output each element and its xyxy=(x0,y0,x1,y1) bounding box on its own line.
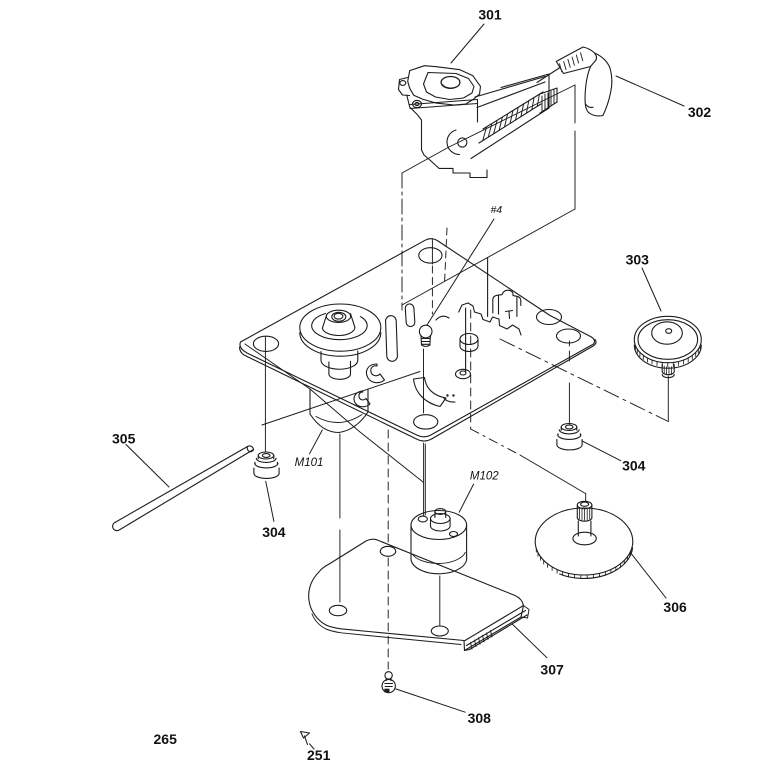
svg-text:307: 307 xyxy=(540,662,564,678)
svg-text:306: 306 xyxy=(663,599,687,615)
svg-text:251: 251 xyxy=(307,747,331,763)
svg-text:265: 265 xyxy=(154,731,178,747)
svg-text:#4: #4 xyxy=(490,204,502,216)
svg-text:M101: M101 xyxy=(295,457,324,469)
svg-text:303: 303 xyxy=(626,252,650,268)
svg-text:304: 304 xyxy=(622,458,646,474)
svg-text:M102: M102 xyxy=(470,470,499,482)
svg-text:305: 305 xyxy=(112,430,136,446)
svg-text:308: 308 xyxy=(468,710,492,726)
svg-text:304: 304 xyxy=(262,524,286,540)
svg-text:301: 301 xyxy=(478,6,502,22)
svg-text:302: 302 xyxy=(688,104,712,120)
